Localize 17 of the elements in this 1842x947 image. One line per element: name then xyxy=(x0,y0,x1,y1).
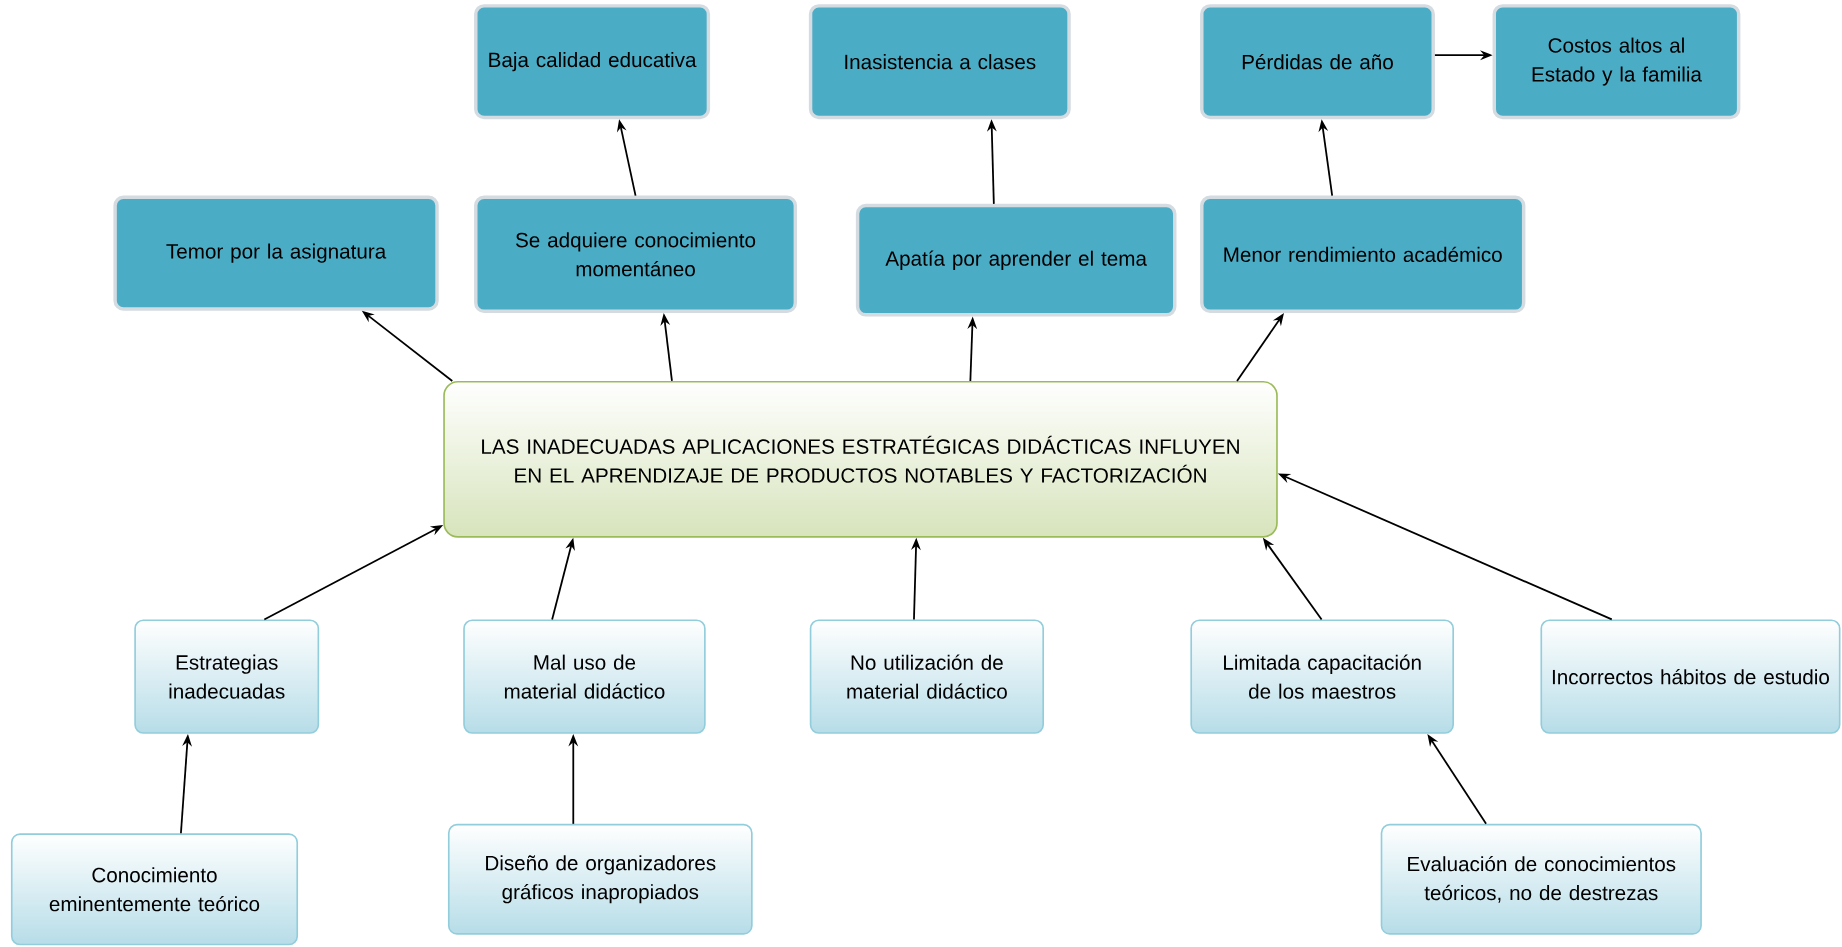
effect-box: Menor rendimiento académico xyxy=(1200,195,1526,314)
cause-box: Incorrectos hábitos de estudio xyxy=(1540,619,1841,734)
cause-box: Conocimiento eminentemente teórico xyxy=(10,833,299,946)
effect-box: Inasistencia a clases xyxy=(808,4,1071,120)
effect-box: Pérdidas de año xyxy=(1200,4,1435,120)
cause-box: Limitada capacitación de los maestros xyxy=(1190,619,1454,734)
effect-box: Apatía por aprender el tema xyxy=(855,203,1177,317)
effect-box: Costos altos al Estado y la familia xyxy=(1492,4,1741,120)
cause-box: Estrategias inadecuadas xyxy=(134,619,320,734)
effect-box: Se adquiere conocimiento momentáneo xyxy=(474,195,798,314)
effect-box: Temor por la asignatura xyxy=(113,195,439,311)
problem-box: LAS INADECUADAS APLICACIONES ESTRATÉGICAS DIDÁCTICAS INFLUYEN EN EL APRENDIZAJE DE PRODUCTOS NOTABLES Y FACTORIZACIÓN xyxy=(443,381,1278,538)
cause-box: Diseño de organizadores gráficos inapropiados xyxy=(447,823,753,935)
cause-box: Evaluación de conocimientos teóricos, no de destrezas xyxy=(1380,823,1702,935)
effect-box: Baja calidad educativa xyxy=(474,4,711,120)
cause-box: Mal uso de material didáctico xyxy=(463,619,706,734)
cause-box: No utilización de material didáctico xyxy=(809,619,1044,734)
